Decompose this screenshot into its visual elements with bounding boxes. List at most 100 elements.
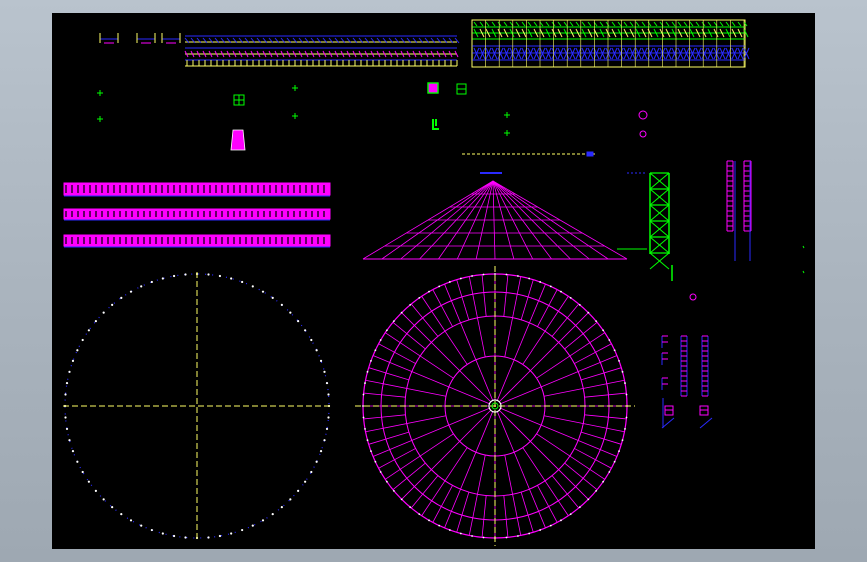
table-glyph — [533, 47, 540, 60]
perimeter-mark — [261, 290, 265, 293]
table-glyph — [226, 37, 232, 44]
table-glyph — [184, 50, 189, 58]
roof-perimeter-mark — [625, 416, 628, 419]
table-glyph — [436, 37, 442, 44]
table-glyph — [683, 47, 690, 60]
table-glyph — [442, 37, 448, 44]
tower-brace — [649, 252, 670, 270]
table-glyph — [400, 50, 405, 58]
title-block-2 — [161, 33, 181, 44]
bar-row-fill — [63, 182, 331, 196]
roof-perimeter-mark — [560, 290, 562, 293]
table-glyph — [244, 37, 250, 44]
table-glyph — [268, 37, 274, 44]
roof-perimeter-mark — [482, 536, 485, 539]
roof-radial-member — [432, 485, 453, 523]
table-glyph — [491, 28, 497, 38]
table-glyph — [623, 28, 629, 38]
tower-brace — [649, 204, 670, 222]
roof-radial-member — [584, 392, 627, 398]
table-glyph — [515, 21, 520, 27]
table-glyph — [382, 37, 388, 44]
table-glyph — [725, 21, 730, 27]
table-glyph — [262, 50, 267, 58]
table-glyph — [382, 50, 387, 58]
roof-radial-member — [385, 332, 454, 379]
roof-center-vent — [491, 402, 499, 410]
perimeter-mark — [310, 470, 313, 474]
table-glyph — [629, 21, 634, 27]
perimeter-mark — [87, 480, 90, 483]
title-strip — [99, 19, 750, 68]
table-glyph — [190, 37, 196, 44]
perimeter-mark — [280, 303, 283, 306]
table-glyph — [274, 37, 280, 44]
perimeter-mark — [323, 370, 326, 373]
roof-perimeter-mark — [608, 471, 611, 473]
roof-perimeter-mark — [374, 460, 377, 463]
tower-brace — [649, 188, 670, 206]
perimeter-mark — [280, 506, 283, 509]
bar-row-0 — [63, 182, 331, 197]
roof-perimeter-mark — [428, 290, 430, 293]
table-glyph — [557, 28, 563, 38]
roof-radial-member — [574, 343, 612, 364]
roof-radial-member — [500, 407, 618, 457]
table-glyph — [569, 47, 576, 60]
table-glyph — [719, 47, 726, 60]
small-frame-0 — [661, 335, 668, 348]
table-glyph — [653, 28, 659, 38]
table-glyph — [503, 47, 510, 60]
roof-perimeter-mark — [448, 281, 451, 283]
roof-plan — [355, 266, 635, 546]
table-glyph — [617, 47, 624, 60]
roof-perimeter-mark — [374, 349, 377, 352]
roof-perimeter-mark — [459, 277, 462, 280]
table-glyph — [479, 21, 484, 27]
roof-perimeter-mark — [366, 439, 369, 442]
table-glyph — [623, 47, 630, 60]
table-glyph — [250, 37, 256, 44]
perimeter-mark — [289, 311, 292, 314]
perimeter-mark — [68, 370, 71, 373]
table-glyph — [454, 37, 460, 44]
roof-radial-member — [421, 296, 468, 365]
tower-brace — [649, 172, 670, 190]
table-glyph — [298, 37, 304, 44]
table-glyph — [304, 50, 309, 58]
perimeter-mark — [71, 450, 75, 453]
small-frame-1 — [661, 352, 668, 365]
roof-perimeter-mark — [409, 303, 412, 306]
perimeter-mark — [310, 338, 313, 342]
perimeter-mark — [315, 349, 318, 352]
table-glyph — [551, 28, 557, 38]
table-glyph — [653, 21, 658, 27]
table-glyph — [743, 47, 750, 60]
table-glyph — [719, 28, 725, 38]
perimeter-mark — [251, 524, 254, 527]
roof-perimeter-mark — [624, 428, 626, 430]
title-block-1 — [136, 33, 156, 44]
table-glyph — [370, 37, 376, 44]
table-glyph — [557, 21, 562, 27]
table-glyph — [641, 28, 647, 38]
perimeter-mark — [271, 296, 274, 299]
table-glyph — [485, 47, 492, 60]
table-glyph — [238, 37, 244, 44]
perimeter-mark — [319, 450, 323, 453]
table-glyph — [358, 37, 364, 44]
roof-perimeter-mark — [392, 320, 395, 323]
table-glyph — [364, 50, 369, 58]
cad-viewport[interactable] — [52, 13, 815, 549]
cad-drawing-canvas[interactable] — [52, 13, 815, 549]
table-glyph — [611, 47, 618, 60]
perimeter-mark — [68, 439, 71, 442]
ladder-details — [661, 160, 752, 429]
roof-radial-member — [564, 462, 598, 491]
roof-radial-member — [432, 289, 453, 327]
magenta-square-detail — [427, 82, 439, 94]
table-glyph — [497, 28, 503, 38]
table-glyph — [539, 28, 545, 38]
table-glyph — [575, 21, 580, 27]
tower-brace — [649, 236, 670, 254]
